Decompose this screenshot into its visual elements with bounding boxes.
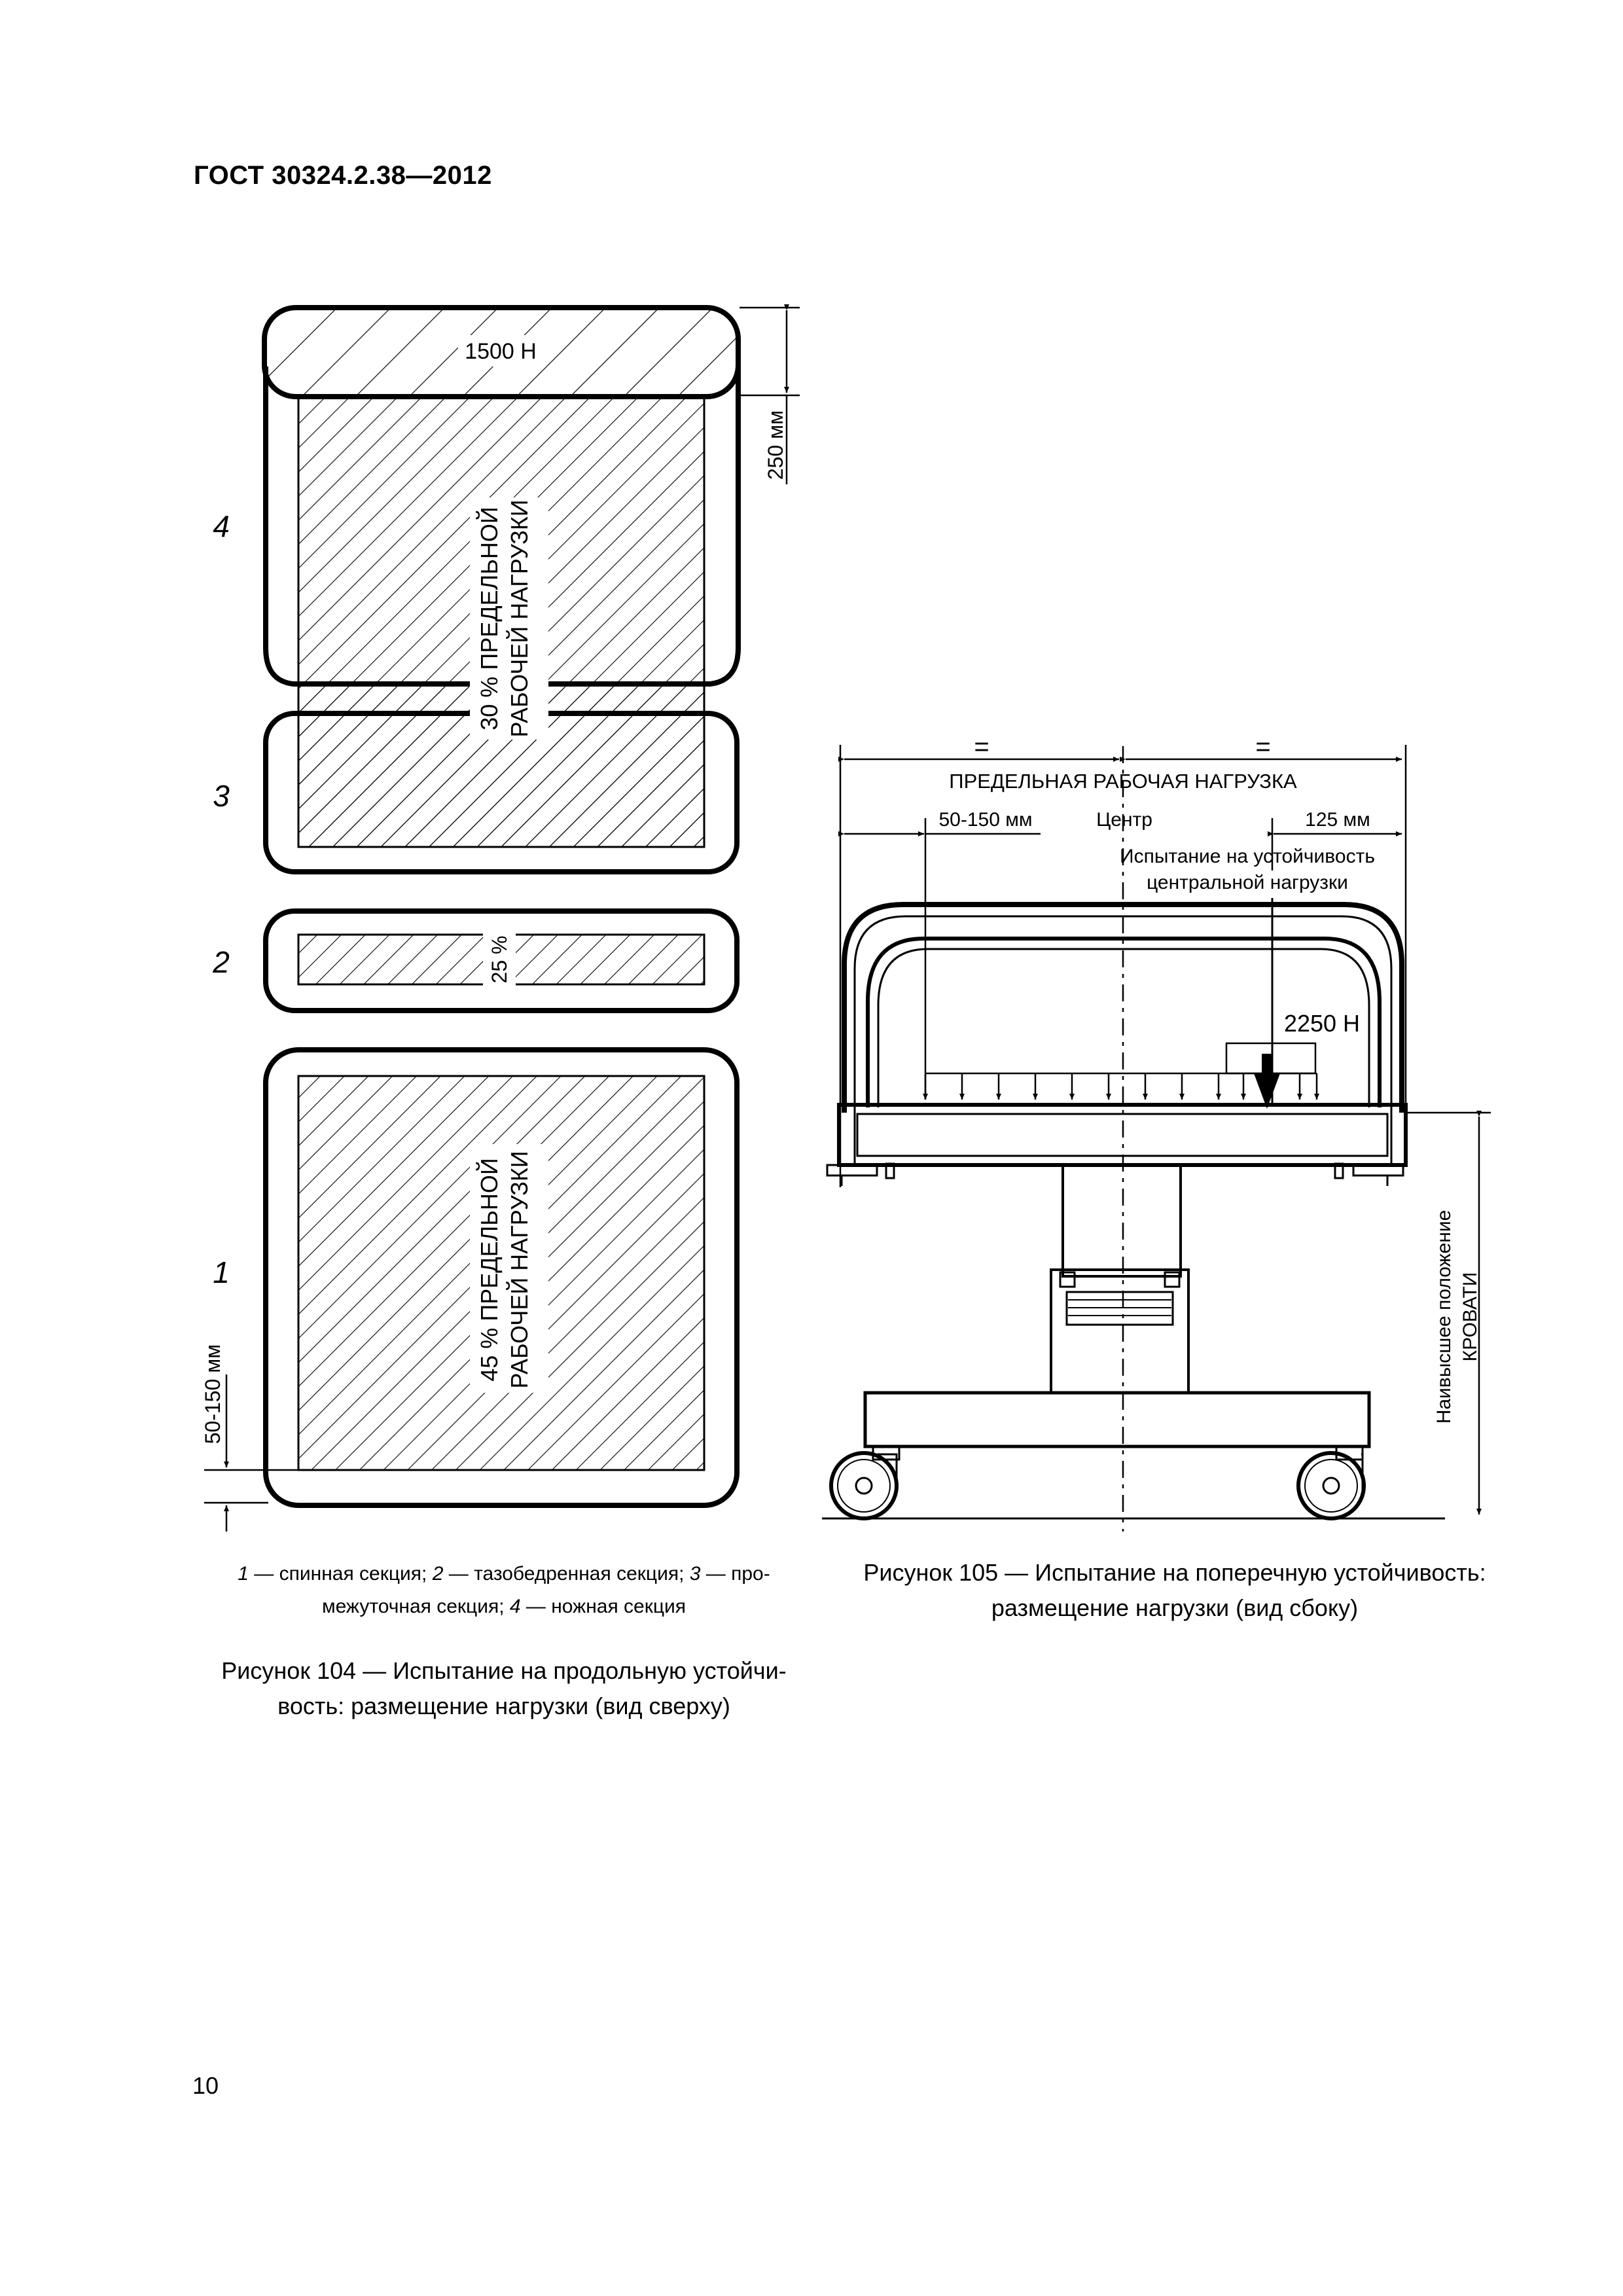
bed-guard-inner-3 bbox=[877, 948, 1370, 1107]
section-4-load-label-line2: РАБОЧЕЙ НАГРУЗКИ bbox=[505, 499, 533, 737]
legend-number-4: 4 bbox=[509, 1596, 521, 1617]
wheel-left bbox=[829, 1445, 901, 1520]
section-1-load-label-line2: РАБОЧЕЙ НАГРУЗКИ bbox=[505, 1151, 533, 1388]
legend-text-2: — тазобедренная секция; bbox=[443, 1563, 690, 1585]
section-number-2: 2 bbox=[212, 945, 230, 979]
distributed-load-arrows bbox=[923, 1073, 1319, 1100]
legend-text-1: — спинная секция; bbox=[248, 1563, 433, 1585]
bed-guard-outer bbox=[842, 902, 1404, 1113]
equal-mark-right: = bbox=[1255, 732, 1270, 761]
legend-text-3b: межуточная секция; bbox=[321, 1596, 510, 1617]
figure-105-caption: Рисунок 105 — Испытание на поперечную ус… bbox=[818, 1555, 1531, 1626]
section-2-outline bbox=[263, 908, 740, 1013]
center-load-label: 2250 Н bbox=[1284, 1010, 1360, 1037]
section-1-outline bbox=[263, 1047, 740, 1508]
center-load-arrow bbox=[1254, 1054, 1280, 1109]
document-header: ГОСТ 30324.2.38—2012 bbox=[194, 161, 492, 190]
right-offset-label: 125 мм bbox=[1305, 809, 1370, 831]
figure-104-caption-line2: вость: размещение нагрузки (вид сверху) bbox=[277, 1693, 730, 1719]
central-load-test-line2: центральной нагрузки bbox=[1147, 872, 1348, 893]
wheel-right bbox=[1296, 1445, 1366, 1520]
section-2-load-label: 25 % bbox=[488, 936, 511, 984]
center-label: Центр bbox=[1096, 809, 1152, 831]
figure-104-legend: 1 — спинная секция; 2 — тазобедренная се… bbox=[196, 1558, 812, 1623]
page-number: 10 bbox=[192, 2072, 219, 2099]
figure-104-caption-line1: Рисунок 104 — Испытание на продольную ус… bbox=[221, 1657, 787, 1684]
figure-104: 30 % ПРЕДЕЛЬНОЙ РАБОЧЕЙ НАГРУЗКИ 1500 Н … bbox=[201, 304, 800, 1532]
figure-104-caption: Рисунок 104 — Испытание на продольную ус… bbox=[196, 1653, 812, 1724]
bed-guard-inner-1 bbox=[853, 915, 1393, 1113]
legend-text-3: — про- bbox=[700, 1563, 770, 1585]
head-dimension-label: 250 мм bbox=[764, 410, 787, 480]
height-label-line2: КРОВАТИ bbox=[1459, 1272, 1481, 1362]
legend-number-2: 2 bbox=[432, 1563, 444, 1585]
head-load-label: 1500 Н bbox=[465, 339, 537, 364]
frame-feet bbox=[826, 1162, 1404, 1186]
section-number-3: 3 bbox=[213, 779, 230, 813]
left-offset-label: 50-150 мм bbox=[939, 809, 1033, 831]
figure-105-caption-line2: размещение нагрузки (вид сбоку) bbox=[991, 1594, 1359, 1621]
figure-105: = = ПРЕДЕЛЬНАЯ РАБОЧАЯ НАГРУЗКА Центр 50… bbox=[822, 732, 1491, 1532]
equal-mark-left: = bbox=[974, 732, 989, 761]
section-4-load-label-line1: 30 % ПРЕДЕЛЬНОЙ bbox=[475, 507, 503, 730]
section-1-load-label-line1: 45 % ПРЕДЕЛЬНОЙ bbox=[475, 1158, 503, 1381]
bed-guard-inner-2 bbox=[866, 937, 1382, 1107]
section-number-1: 1 bbox=[213, 1255, 230, 1289]
central-load-test-line1: Испытание на устойчивость bbox=[1120, 846, 1375, 867]
back-dimension-label: 50-150 мм bbox=[201, 1344, 224, 1444]
legend-text-4: — ножная секция bbox=[520, 1596, 687, 1617]
bed-base bbox=[863, 1391, 1371, 1448]
section-number-4: 4 bbox=[213, 509, 230, 543]
legend-number-3: 3 bbox=[689, 1563, 701, 1585]
figure-105-caption-line1: Рисунок 105 — Испытание на поперечную ус… bbox=[863, 1559, 1486, 1586]
legend-number-1: 1 bbox=[238, 1563, 249, 1585]
lifting-column bbox=[1061, 1164, 1182, 1278]
height-label-line1: Наивысшее положение bbox=[1433, 1210, 1455, 1424]
